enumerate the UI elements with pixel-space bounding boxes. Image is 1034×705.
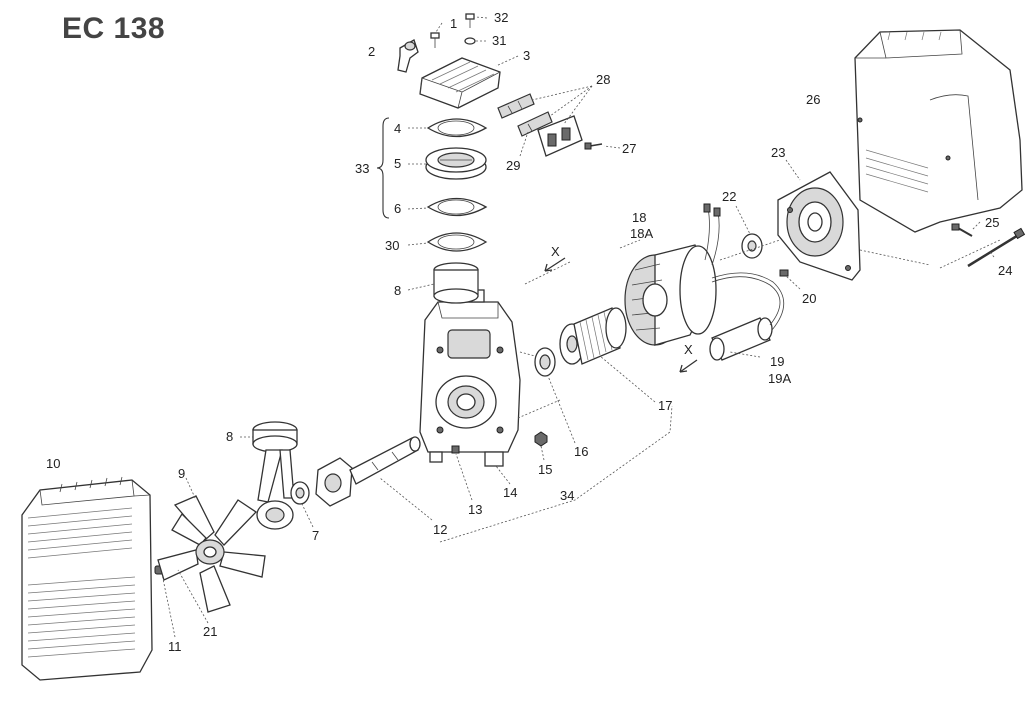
label-x-1: X bbox=[551, 244, 560, 259]
crank-bearing bbox=[290, 481, 310, 505]
capacitor bbox=[709, 272, 785, 361]
fan-shroud-front bbox=[21, 476, 153, 681]
label-33: 33 bbox=[355, 161, 369, 176]
label-19: 19 bbox=[770, 354, 784, 369]
label-x-2: X bbox=[684, 342, 693, 357]
stator bbox=[624, 203, 721, 346]
end-shield-screw bbox=[779, 269, 789, 277]
label-6: 6 bbox=[394, 201, 401, 216]
valve-plate bbox=[425, 147, 487, 180]
group-33-brace bbox=[376, 117, 390, 219]
label-18: 18 bbox=[632, 210, 646, 225]
label-20: 20 bbox=[802, 291, 816, 306]
label-12: 12 bbox=[433, 522, 447, 537]
valve-reed-b bbox=[517, 111, 553, 137]
label-8-rod: 8 bbox=[226, 429, 233, 444]
head-screw-32 bbox=[465, 13, 475, 28]
label-5: 5 bbox=[394, 156, 401, 171]
label-4: 4 bbox=[394, 121, 401, 136]
crankcase-screw bbox=[451, 445, 460, 454]
cover-screw bbox=[951, 223, 973, 237]
label-17: 17 bbox=[658, 398, 672, 413]
cylinder-head bbox=[419, 57, 501, 109]
valve-block bbox=[537, 115, 583, 157]
end-bearing bbox=[741, 233, 763, 259]
label-18A: 18A bbox=[630, 226, 653, 241]
label-16: 16 bbox=[574, 444, 588, 459]
label-27: 27 bbox=[622, 141, 636, 156]
label-9: 9 bbox=[178, 466, 185, 481]
fan bbox=[157, 495, 266, 613]
label-31: 31 bbox=[492, 33, 506, 48]
part-labels: 1 32 2 31 3 28 4 27 33 5 29 6 30 8 26 23… bbox=[46, 10, 1012, 654]
motor-bearing bbox=[534, 347, 556, 377]
rotor bbox=[559, 307, 627, 365]
valve-screw bbox=[584, 142, 603, 150]
crankcase-nut bbox=[534, 431, 548, 447]
label-11: 11 bbox=[168, 639, 182, 654]
label-21: 21 bbox=[203, 624, 217, 639]
label-14: 14 bbox=[503, 485, 517, 500]
assembly-guides bbox=[517, 239, 1001, 419]
rear-cover bbox=[854, 29, 1023, 233]
leader-lines bbox=[161, 16, 995, 638]
label-25: 25 bbox=[985, 215, 999, 230]
label-7: 7 bbox=[312, 528, 319, 543]
crankshaft bbox=[315, 436, 421, 507]
label-3: 3 bbox=[523, 48, 530, 63]
connecting-rod bbox=[252, 421, 298, 530]
label-23: 23 bbox=[771, 145, 785, 160]
label-15: 15 bbox=[538, 462, 552, 477]
end-shield bbox=[777, 171, 861, 281]
head-screw-1 bbox=[430, 32, 440, 48]
label-1: 1 bbox=[450, 16, 457, 31]
label-8-top: 8 bbox=[394, 283, 401, 298]
cylinder bbox=[433, 262, 479, 304]
label-13: 13 bbox=[468, 502, 482, 517]
label-2: 2 bbox=[368, 44, 375, 59]
label-28: 28 bbox=[596, 72, 610, 87]
arrow-down-left-icon bbox=[544, 257, 566, 272]
label-32: 32 bbox=[494, 10, 508, 25]
label-24: 24 bbox=[998, 263, 1012, 278]
crankcase bbox=[419, 289, 521, 467]
label-10: 10 bbox=[46, 456, 60, 471]
label-19A: 19A bbox=[768, 371, 791, 386]
label-34: 34 bbox=[560, 488, 574, 503]
page-title: EC 138 bbox=[62, 12, 166, 45]
head-washer-31 bbox=[464, 37, 476, 45]
arrow-down-left-icon bbox=[679, 359, 698, 373]
label-30: 30 bbox=[385, 238, 399, 253]
label-26: 26 bbox=[806, 92, 820, 107]
cylinder-gasket bbox=[426, 232, 488, 252]
label-29: 29 bbox=[506, 158, 520, 173]
head-fitting bbox=[397, 39, 419, 73]
valve-reed-a bbox=[497, 93, 535, 119]
head-gasket bbox=[426, 118, 488, 138]
tie-rod bbox=[967, 227, 1026, 268]
label-22: 22 bbox=[722, 189, 736, 204]
valve-gasket bbox=[426, 197, 488, 217]
